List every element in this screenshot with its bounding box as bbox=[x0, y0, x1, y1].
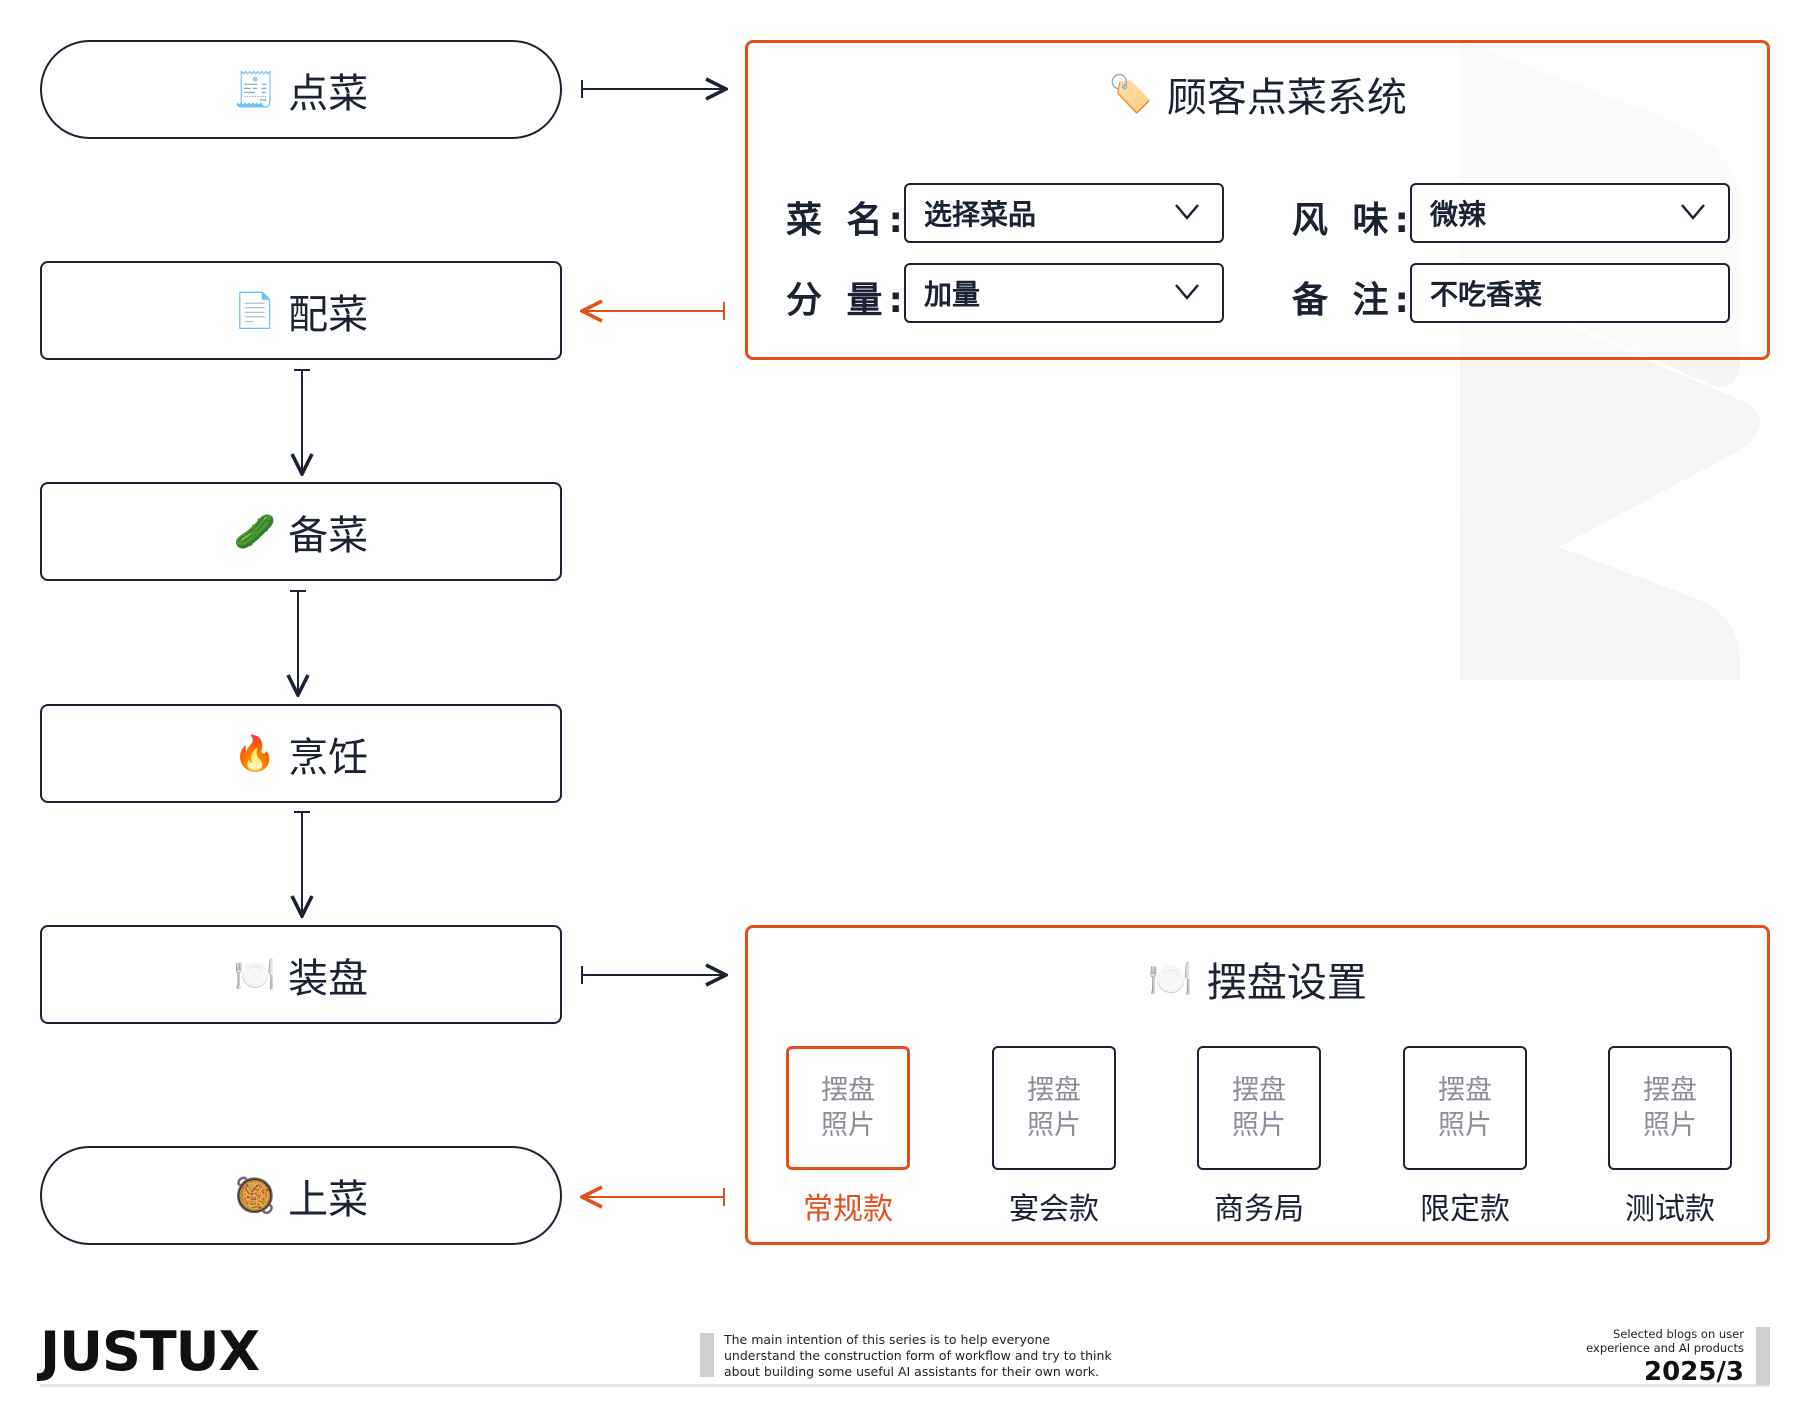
dish-label: 菜 名: bbox=[786, 200, 909, 241]
brand-logo: JUSTUX bbox=[40, 1320, 260, 1383]
footer-date: 2025/3 bbox=[1644, 1357, 1744, 1387]
plating-option-label[interactable]: 商务局 bbox=[1214, 1192, 1304, 1227]
plating-option-label[interactable]: 限定款 bbox=[1420, 1192, 1510, 1227]
footer-accent-bar bbox=[700, 1333, 714, 1377]
plating-option-label[interactable]: 宴会款 bbox=[1009, 1192, 1099, 1227]
plating-option-label[interactable]: 测试款 bbox=[1625, 1192, 1715, 1227]
flow-node-prep[interactable]: 🥒 备菜 bbox=[40, 482, 562, 581]
receipt-icon: 🧾 bbox=[233, 69, 277, 110]
photo-placeholder-text: 摆盘 bbox=[1438, 1074, 1492, 1106]
photo-placeholder-text: 摆盘 bbox=[1232, 1074, 1286, 1106]
label-tag-icon: 🏷️ bbox=[1108, 74, 1153, 115]
footer-description: The main intention of this series is to … bbox=[700, 1332, 1120, 1379]
order-panel-title-text: 顾客点菜系统 bbox=[1166, 75, 1407, 121]
note-input-value: 不吃香菜 bbox=[1430, 278, 1543, 311]
flavor-select-value: 微辣 bbox=[1430, 198, 1487, 231]
photo-placeholder-text: 摆盘 bbox=[821, 1074, 875, 1106]
footer-description-line: about building some useful AI assistants… bbox=[724, 1364, 1099, 1379]
photo-placeholder-text: 照片 bbox=[1232, 1110, 1286, 1141]
plating-photo-regular[interactable]: 摆盘 照片 bbox=[786, 1046, 910, 1170]
footer-tagline: Selected blogs on user experience and AI… bbox=[1564, 1327, 1744, 1355]
flow-node-label: 装盘 bbox=[288, 955, 369, 1002]
plate-icon: 🍽️ bbox=[233, 954, 277, 995]
flow-node-label: 配菜 bbox=[288, 291, 369, 338]
photo-placeholder-text: 照片 bbox=[1643, 1110, 1697, 1141]
footer-description-line: understand the construction form of work… bbox=[724, 1348, 1112, 1363]
footer-accent-bar bbox=[1756, 1327, 1770, 1385]
flow-node-label: 点菜 bbox=[288, 70, 369, 117]
plating-panel-title: 🍽️ 摆盘设置 bbox=[748, 950, 1767, 1008]
fire-icon: 🔥 bbox=[233, 733, 277, 774]
flow-node-label: 烹饪 bbox=[288, 734, 369, 781]
chevron-down-icon bbox=[1175, 204, 1199, 220]
order-panel-title: 🏷️ 顾客点菜系统 bbox=[748, 65, 1767, 123]
footer-description-line: The main intention of this series is to … bbox=[724, 1332, 1051, 1347]
plate-icon: 🍽️ bbox=[1148, 959, 1193, 1000]
flow-node-label: 上菜 bbox=[288, 1176, 369, 1223]
arrow-down-3 bbox=[294, 811, 310, 916]
plating-photo-business[interactable]: 摆盘 照片 bbox=[1197, 1046, 1321, 1170]
dish-select[interactable]: 选择菜品 bbox=[904, 183, 1224, 243]
footer-tagline-line: Selected blogs on user bbox=[1612, 1327, 1744, 1341]
footer-meta: Selected blogs on user experience and AI… bbox=[1570, 1327, 1770, 1387]
plating-option-label[interactable]: 常规款 bbox=[803, 1192, 893, 1227]
portion-select-value: 加量 bbox=[924, 278, 981, 311]
flow-node-order[interactable]: 🧾 点菜 bbox=[40, 40, 562, 139]
footer-tagline-line: experience and AI products bbox=[1586, 1341, 1744, 1355]
plating-photo-test[interactable]: 摆盘 照片 bbox=[1608, 1046, 1732, 1170]
note-label: 备 注: bbox=[1292, 280, 1415, 321]
arrow-to-plating-panel bbox=[581, 966, 726, 984]
photo-placeholder-text: 照片 bbox=[1438, 1110, 1492, 1141]
page-icon: 📄 bbox=[233, 290, 277, 331]
paella-icon: 🥘 bbox=[233, 1175, 277, 1216]
plating-panel-title-text: 摆盘设置 bbox=[1206, 960, 1367, 1006]
photo-placeholder-text: 摆盘 bbox=[1027, 1074, 1081, 1106]
flow-node-garnish[interactable]: 📄 配菜 bbox=[40, 261, 562, 360]
photo-placeholder-text: 照片 bbox=[821, 1110, 875, 1141]
flow-node-cook[interactable]: 🔥 烹饪 bbox=[40, 704, 562, 803]
arrow-from-plating-panel bbox=[582, 1188, 725, 1206]
plating-panel: 🍽️ 摆盘设置 摆盘 照片 常规款 摆盘 照片 宴会款 摆盘 照片 商务局 摆盘… bbox=[745, 925, 1770, 1245]
plating-photo-limited[interactable]: 摆盘 照片 bbox=[1403, 1046, 1527, 1170]
flavor-select[interactable]: 微辣 bbox=[1410, 183, 1730, 243]
flow-node-plate[interactable]: 🍽️ 装盘 bbox=[40, 925, 562, 1024]
arrow-to-order-panel bbox=[581, 80, 726, 98]
chevron-down-icon bbox=[1681, 204, 1705, 220]
footer-divider bbox=[40, 1384, 1770, 1387]
flavor-label: 风 味: bbox=[1292, 200, 1415, 241]
flow-node-serve[interactable]: 🥘 上菜 bbox=[40, 1146, 562, 1245]
arrow-down-1 bbox=[294, 369, 310, 474]
dish-select-value: 选择菜品 bbox=[924, 198, 1037, 231]
order-panel: 🏷️ 顾客点菜系统 菜 名: 选择菜品 风 味: 微辣 分 量: 加量 备 注:… bbox=[745, 40, 1770, 360]
plating-photo-banquet[interactable]: 摆盘 照片 bbox=[992, 1046, 1116, 1170]
portion-label: 分 量: bbox=[786, 280, 909, 321]
photo-placeholder-text: 照片 bbox=[1027, 1110, 1081, 1141]
photo-placeholder-text: 摆盘 bbox=[1643, 1074, 1697, 1106]
note-input[interactable]: 不吃香菜 bbox=[1410, 263, 1730, 323]
flow-node-label: 备菜 bbox=[288, 512, 369, 559]
arrow-from-order-panel bbox=[582, 302, 725, 320]
footer-description-text: The main intention of this series is to … bbox=[724, 1332, 1144, 1380]
portion-select[interactable]: 加量 bbox=[904, 263, 1224, 323]
cucumber-icon: 🥒 bbox=[233, 511, 277, 552]
arrow-down-2 bbox=[290, 590, 306, 695]
chevron-down-icon bbox=[1175, 284, 1199, 300]
